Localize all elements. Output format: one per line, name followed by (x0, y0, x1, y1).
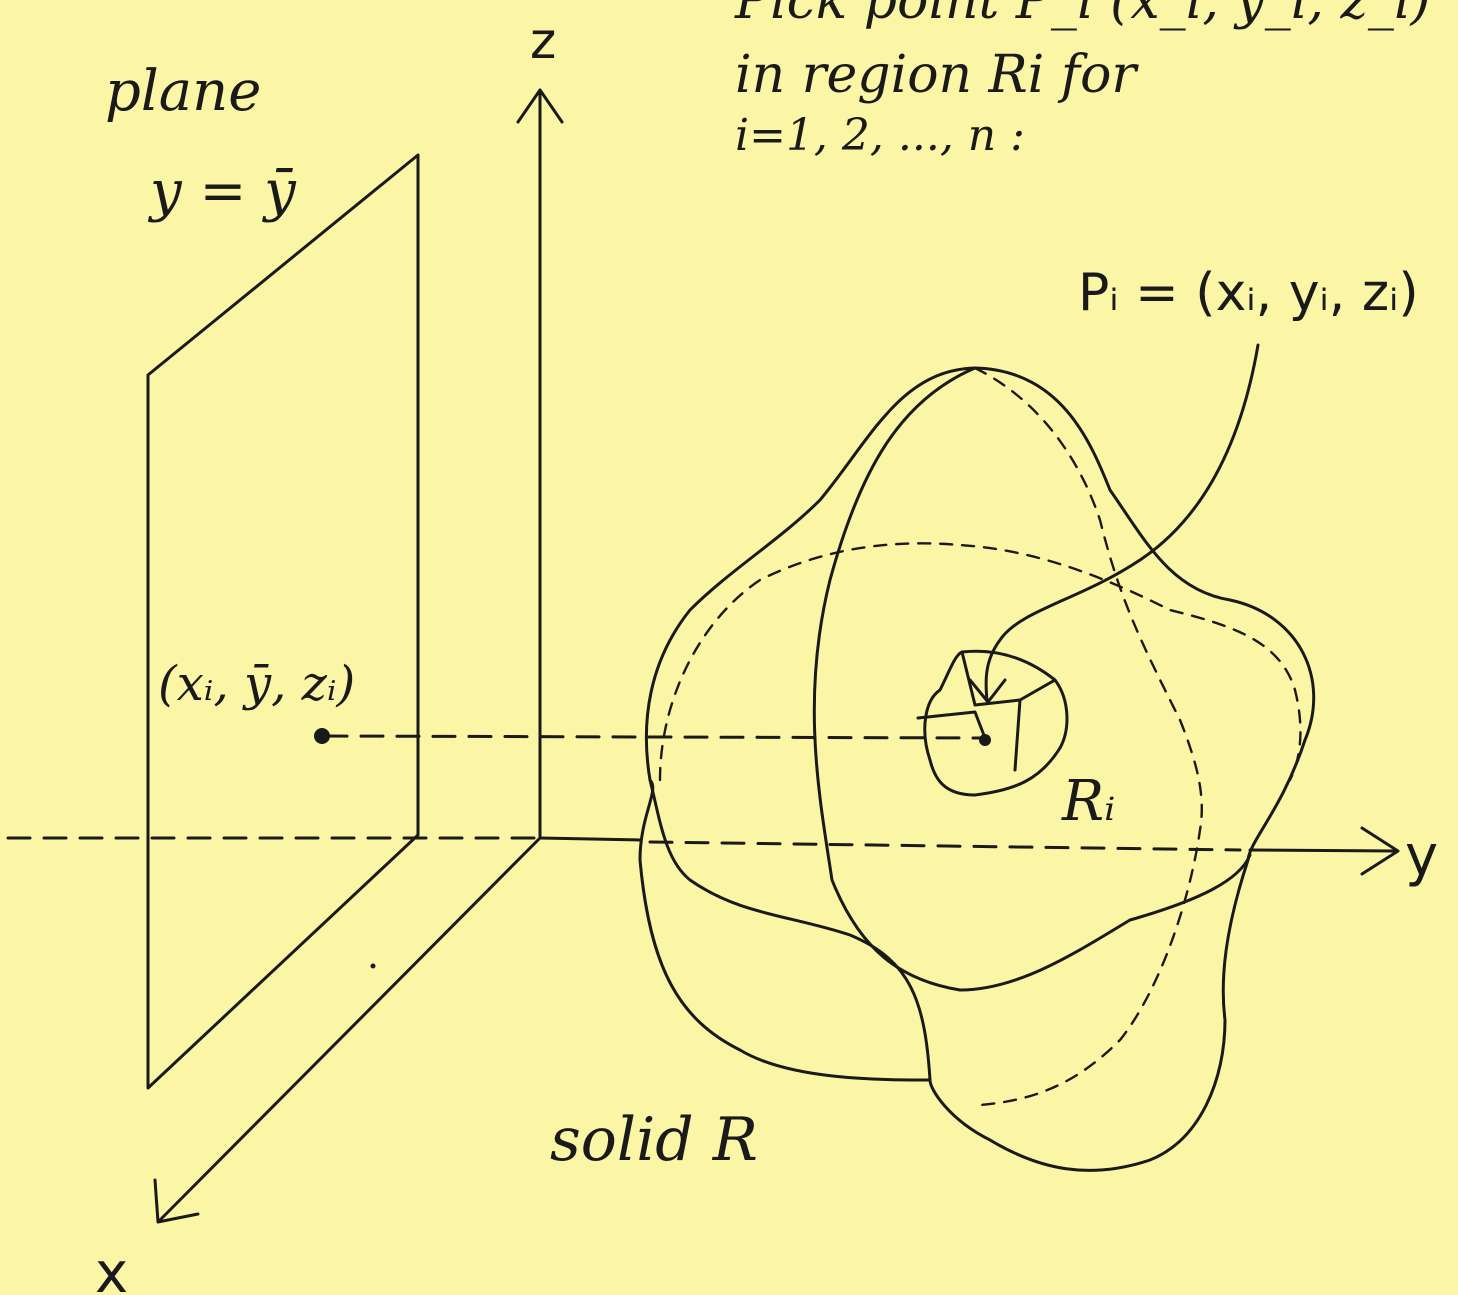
x-axis-label: x (95, 1241, 128, 1295)
stray-dot (370, 963, 376, 969)
solid-front-curve (812, 366, 1252, 992)
point-Pi-arrow (984, 343, 1260, 702)
annotation-line1: Pick point P_i (x_i, y_i, z_i) (734, 0, 1431, 31)
solid-hidden-curve-2 (658, 542, 1302, 782)
plane-label: plane (105, 59, 261, 124)
x-axis (158, 836, 542, 1222)
solid-label: solid R (550, 1105, 758, 1175)
region-Ri-inner-edge-1 (1013, 698, 1022, 772)
region-Ri-outline (923, 649, 1069, 797)
z-axis-arrowhead (516, 88, 564, 124)
projected-point (314, 728, 330, 744)
annotation-line2: in region Ri for (735, 45, 1139, 105)
point-Pi-label: Pᵢ = (xᵢ, yᵢ, zᵢ) (1078, 263, 1419, 323)
y-axis-segment (538, 836, 642, 842)
y-axis-arrowhead (1360, 826, 1400, 876)
plane-equation: y = ȳ (147, 159, 297, 224)
point-Pi-arrowhead (968, 678, 1007, 704)
z-axis-label: z (530, 12, 556, 70)
y-axis-label: y (1405, 824, 1438, 889)
region-Ri-inner-edge-2 (916, 710, 987, 740)
point-Pi (979, 734, 991, 746)
hidden-y-axis (648, 840, 1242, 852)
region-Ri-label: Rᵢ (1061, 769, 1115, 834)
region-Ri-inner-face (960, 650, 1057, 707)
projected-point-label: (xᵢ, ȳ, zᵢ) (158, 656, 355, 712)
x-axis-arrowhead (153, 1178, 200, 1224)
plane-outline (146, 153, 420, 1090)
annotation-line3: i=1, 2, ..., n : (735, 110, 1025, 161)
solid-outline (638, 366, 1316, 1172)
projection-line (323, 734, 987, 740)
solid-hidden-curve-1 (973, 366, 1203, 1107)
y-axis (1248, 848, 1397, 853)
solid-lower-curve (648, 778, 932, 1082)
